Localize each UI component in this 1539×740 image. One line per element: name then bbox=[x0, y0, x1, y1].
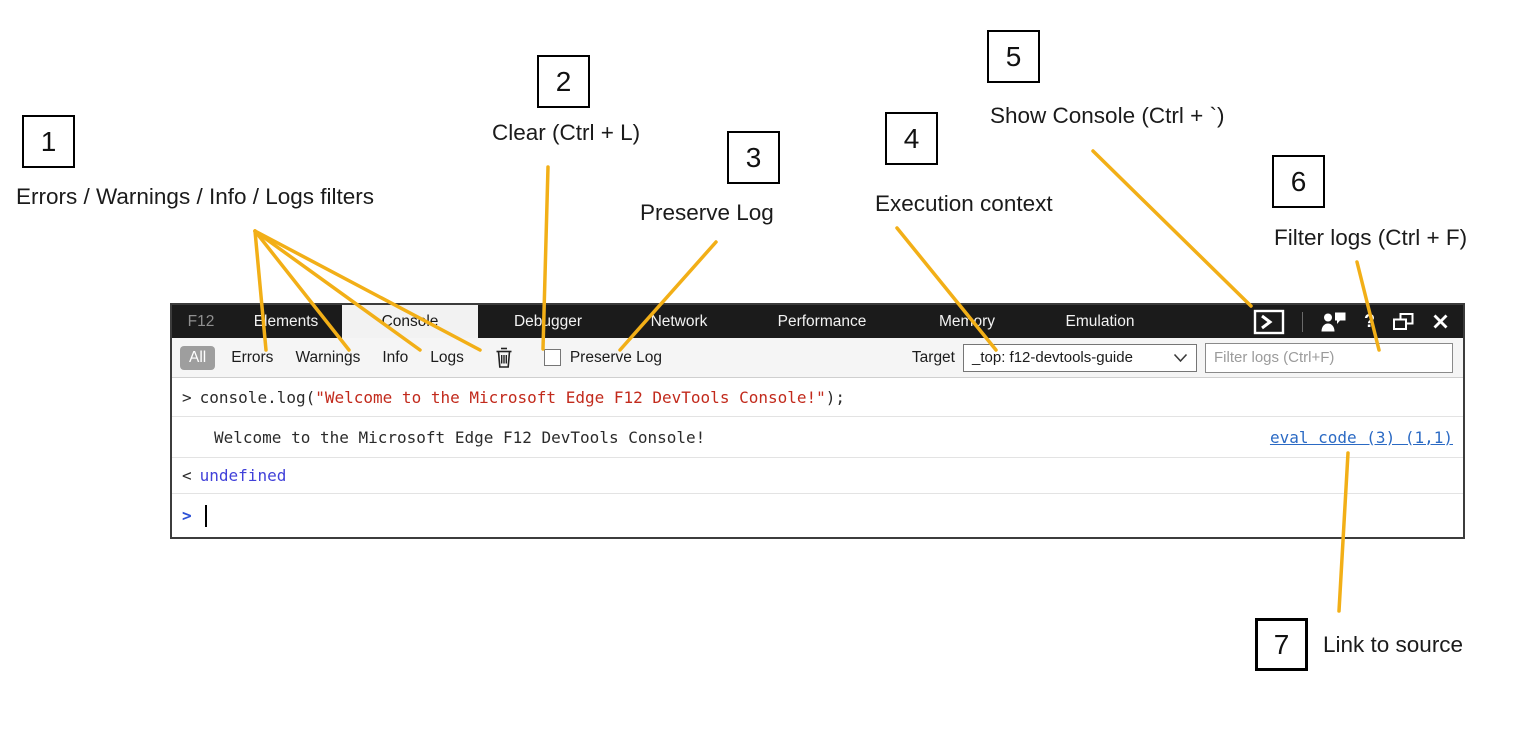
callout-box-2: 2 bbox=[537, 55, 590, 108]
filter-button-group: Errors Warnings Info Logs bbox=[231, 349, 464, 367]
prompt-chevron: > bbox=[182, 506, 192, 525]
echo-code-before: console.log( bbox=[199, 387, 316, 407]
tab-console[interactable]: Console bbox=[342, 305, 478, 338]
callout-label-link-to-source: Link to source bbox=[1323, 632, 1464, 657]
filter-logs-button[interactable]: Logs bbox=[430, 348, 464, 366]
chevron-down-icon bbox=[1173, 353, 1188, 362]
source-link[interactable]: eval code (3) (1,1) bbox=[1269, 427, 1453, 447]
callout-box-6: 6 bbox=[1272, 155, 1325, 208]
filter-errors-button[interactable]: Errors bbox=[231, 348, 274, 366]
devtools-tab-bar: F12 Elements Console Debugger Network Pe… bbox=[172, 305, 1463, 338]
preserve-log-label: Preserve Log bbox=[569, 348, 663, 366]
target-label: Target bbox=[911, 348, 955, 366]
titlebar-icon-group: ? bbox=[1253, 305, 1463, 338]
tab-debugger[interactable]: Debugger bbox=[513, 312, 583, 330]
show-console-icon[interactable] bbox=[1253, 309, 1285, 335]
callout-box-4: 4 bbox=[885, 112, 938, 165]
clear-console-icon[interactable] bbox=[494, 346, 514, 369]
titlebar-separator bbox=[1302, 311, 1303, 332]
tab-performance[interactable]: Performance bbox=[777, 312, 867, 330]
feedback-person-icon[interactable] bbox=[1320, 311, 1347, 332]
console-return-row: < undefined bbox=[172, 458, 1463, 494]
callout-line-show-console bbox=[1091, 149, 1253, 308]
callout-label-show-console: Show Console (Ctrl + `) bbox=[990, 103, 1225, 128]
callout-box-3: 3 bbox=[727, 131, 780, 184]
callout-label-clear: Clear (Ctrl + L) bbox=[492, 120, 641, 145]
callout-label-filter-logs: Filter logs (Ctrl + F) bbox=[1274, 225, 1468, 250]
console-output-row: Welcome to the Microsoft Edge F12 DevToo… bbox=[172, 417, 1463, 458]
unpin-restore-icon[interactable] bbox=[1392, 312, 1415, 331]
devtools-window: F12 Elements Console Debugger Network Pe… bbox=[170, 303, 1465, 539]
text-cursor bbox=[204, 504, 207, 527]
return-value: undefined bbox=[199, 466, 287, 485]
callout-label-preserve-log: Preserve Log bbox=[640, 200, 774, 225]
filter-logs-input[interactable] bbox=[1205, 342, 1453, 373]
filter-all-button[interactable]: All bbox=[180, 345, 216, 370]
callout-label-execution-context: Execution context bbox=[875, 191, 1053, 216]
console-prompt-row[interactable]: > bbox=[172, 494, 1463, 537]
tab-elements[interactable]: Elements bbox=[253, 312, 319, 330]
echo-code-after: ); bbox=[825, 387, 846, 407]
tab-network[interactable]: Network bbox=[650, 312, 708, 330]
return-chevron: < bbox=[182, 466, 192, 485]
filter-warnings-button[interactable]: Warnings bbox=[295, 348, 361, 366]
callout-box-1: 1 bbox=[22, 115, 75, 168]
toolbar-right-group: Target _top: f12-devtools-guide bbox=[911, 342, 1455, 373]
input-echo-chevron: > bbox=[182, 387, 192, 407]
tab-emulation[interactable]: Emulation bbox=[1065, 312, 1135, 330]
close-icon[interactable] bbox=[1432, 313, 1449, 330]
callout-box-5: 5 bbox=[987, 30, 1040, 83]
filter-info-button[interactable]: Info bbox=[382, 348, 409, 366]
preserve-log-checkbox[interactable] bbox=[543, 349, 561, 366]
devtools-logo-f12: F12 bbox=[187, 312, 215, 330]
console-log-area: > console.log( "Welcome to the Microsoft… bbox=[172, 378, 1463, 537]
console-input-echo-row: > console.log( "Welcome to the Microsoft… bbox=[172, 378, 1463, 417]
callout-label-filters: Errors / Warnings / Info / Logs filters bbox=[16, 184, 375, 209]
echo-string: "Welcome to the Microsoft Edge F12 DevTo… bbox=[315, 387, 826, 407]
tab-memory[interactable]: Memory bbox=[939, 312, 995, 330]
console-output-text: Welcome to the Microsoft Edge F12 DevToo… bbox=[214, 427, 706, 447]
callout-box-7: 7 bbox=[1255, 618, 1308, 671]
execution-context-value: _top: f12-devtools-guide bbox=[972, 349, 1133, 366]
console-toolbar: All Errors Warnings Info Logs Preserve L… bbox=[172, 338, 1463, 378]
execution-context-dropdown[interactable]: _top: f12-devtools-guide bbox=[963, 343, 1197, 372]
help-icon[interactable]: ? bbox=[1364, 311, 1375, 331]
